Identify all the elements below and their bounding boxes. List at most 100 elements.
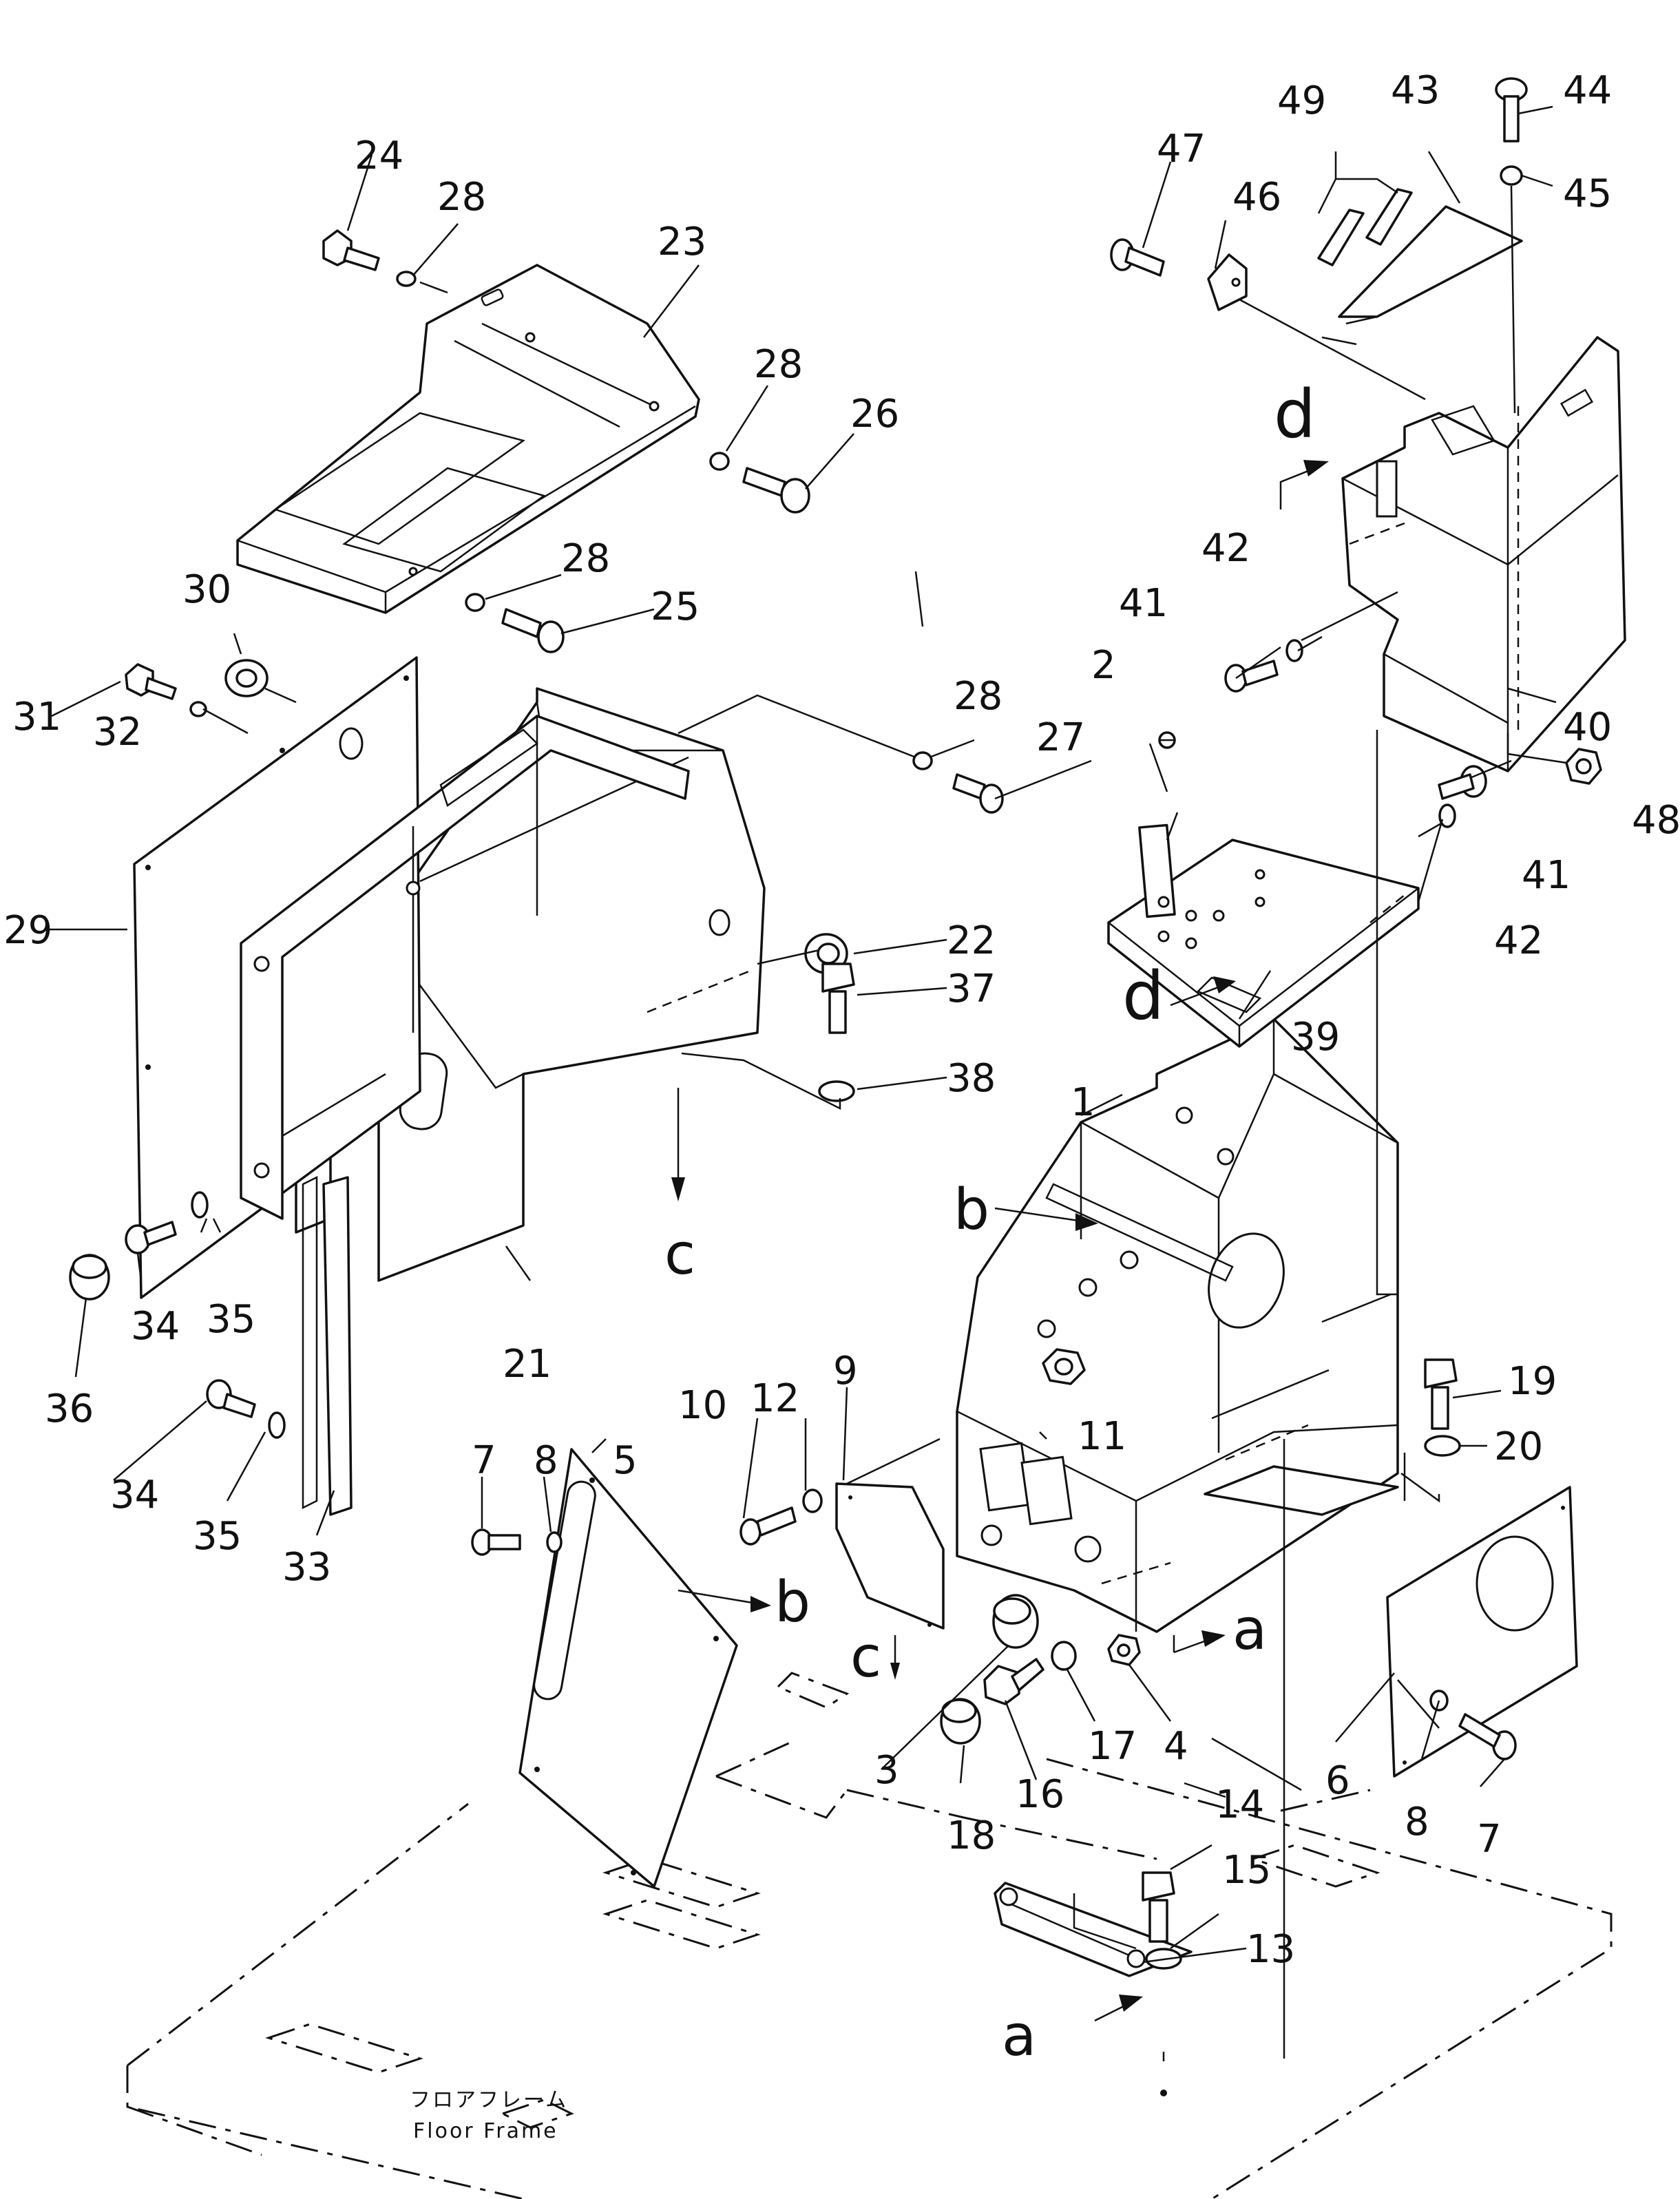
nut-48 (1565, 748, 1602, 785)
callout-35-b: 35 (193, 1514, 242, 1559)
bolt-47 (1110, 238, 1165, 277)
washer-32 (189, 701, 207, 717)
nut-11 (1042, 1348, 1086, 1385)
bolt-44 (1495, 77, 1528, 143)
callout-40: 40 (1563, 705, 1612, 750)
part-43-sheet (1338, 205, 1523, 325)
callout-43: 43 (1391, 68, 1440, 113)
callout-47: 47 (1157, 127, 1206, 171)
callout-10: 10 (678, 1383, 727, 1428)
callout-31: 31 (12, 695, 61, 739)
washer-38 (818, 1080, 855, 1102)
callout-34-b: 34 (110, 1473, 159, 1517)
washer-28d (912, 751, 933, 770)
floor-frame-label-en: Floor Frame (413, 2119, 558, 2143)
bolt-7b (1458, 1713, 1517, 1760)
callout-13: 13 (1246, 1927, 1295, 1972)
callout-5: 5 (613, 1438, 638, 1483)
washer-42b (1438, 803, 1456, 828)
floor-frame-label-jp: フロアフレーム (410, 2088, 568, 2112)
callout-36: 36 (45, 1387, 94, 1431)
ring-12 (802, 1488, 823, 1513)
view-letter-a-2: a (1002, 2003, 1036, 2069)
nut-2 (1158, 731, 1176, 749)
callout-20: 20 (1494, 1424, 1543, 1469)
part-1-box (956, 1018, 1399, 1633)
callout-8-b: 8 (1405, 1800, 1429, 1844)
callout-25: 25 (651, 585, 700, 629)
callout-32: 32 (93, 710, 142, 755)
bolt-34b (206, 1379, 256, 1418)
bolt-25 (501, 608, 565, 653)
callout-49: 49 (1277, 78, 1326, 123)
ring-8a (546, 1531, 563, 1553)
bolt-31 (125, 663, 177, 700)
callout-4: 4 (1164, 1724, 1188, 1769)
callout-26: 26 (850, 392, 899, 436)
view-arrows (671, 460, 1329, 2096)
bolt-27 (952, 773, 1004, 814)
callout-15: 15 (1222, 1848, 1271, 1893)
callout-19: 19 (1508, 1359, 1557, 1404)
callout-30: 30 (182, 567, 231, 612)
callout-23: 23 (658, 220, 706, 264)
callout-7-b: 7 (1477, 1817, 1502, 1862)
callout-28-b: 28 (754, 342, 803, 387)
callout-18: 18 (947, 1813, 996, 1858)
bolt-14 (1142, 1871, 1175, 1943)
view-letter-b-1: b (954, 1177, 989, 1243)
callout-3: 3 (874, 1748, 899, 1793)
callout-14: 14 (1215, 1782, 1264, 1827)
washer-35b (268, 1411, 286, 1439)
labels: フロアフレーム Floor Frame b b c c a a d d 24 2… (3, 68, 1680, 2143)
view-letter-c-1: c (664, 1222, 695, 1287)
callout-28-a: 28 (437, 175, 486, 220)
view-letter-b-2: b (775, 1570, 810, 1635)
callout-37: 37 (947, 967, 996, 1011)
part-46-clip (1207, 253, 1248, 311)
callout-27: 27 (1036, 715, 1085, 760)
callout-38: 38 (947, 1056, 996, 1101)
callout-42-b: 42 (1494, 918, 1543, 963)
callout-22: 22 (947, 918, 996, 963)
callout-48: 48 (1632, 798, 1680, 843)
part-21-column-cover (377, 687, 766, 1282)
part-39-plate (1107, 823, 1420, 1048)
callout-16: 16 (1016, 1772, 1064, 1817)
cap-18 (940, 1698, 981, 1745)
callout-39: 39 (1291, 1015, 1340, 1060)
cap-36 (69, 1254, 110, 1301)
bolt-7a (471, 1528, 521, 1556)
bolt-26 (742, 467, 810, 514)
callout-9: 9 (833, 1349, 858, 1393)
callout-21: 21 (503, 1342, 552, 1387)
washer-42a (1285, 639, 1303, 662)
view-letter-d-2: d (1122, 958, 1164, 1035)
view-letter-d-1: d (1274, 376, 1316, 453)
washer-20 (1424, 1435, 1461, 1457)
floor-frame (126, 1672, 1613, 2199)
part-9-panel (835, 1482, 945, 1630)
callout-29: 29 (3, 908, 52, 953)
part-40-cover (1341, 336, 1626, 772)
leader-lines (50, 105, 1567, 2059)
callout-28-d: 28 (954, 674, 1002, 719)
callout-44: 44 (1563, 68, 1612, 113)
nut-4 (1107, 1634, 1141, 1666)
callout-1: 1 (1071, 1080, 1095, 1125)
callout-42-a: 42 (1201, 526, 1250, 571)
washer-28c (465, 593, 485, 612)
callout-11: 11 (1078, 1414, 1126, 1459)
part-21-frame (240, 715, 690, 1220)
bolt-16 (983, 1658, 1044, 1705)
callout-35-a: 35 (207, 1297, 255, 1342)
bolt-24 (322, 229, 380, 271)
part-49-pads (1317, 188, 1413, 266)
cap-3 (992, 1594, 1039, 1649)
callout-2: 2 (1091, 643, 1116, 688)
callout-12: 12 (750, 1376, 799, 1421)
washer-45 (1500, 165, 1523, 186)
washer-28a (396, 271, 417, 287)
